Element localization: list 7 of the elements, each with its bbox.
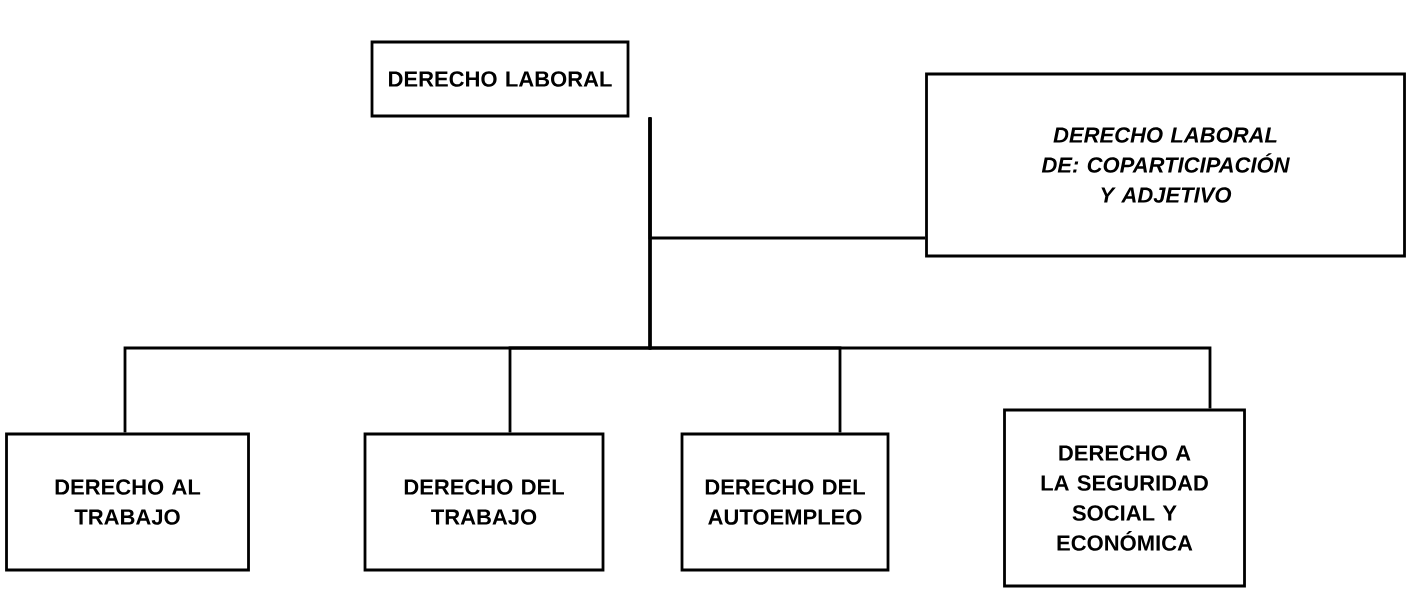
category-box: DERECHO A LA SEGURIDAD SOCIAL Y ECONÓMICA [1003,408,1246,588]
heading-box: DERECHO LABORAL DE: COPARTICIPACIÓN Y ADJETIVO [925,72,1406,258]
root-box: DERECHO LABORAL [370,40,630,118]
category-box: DERECHO DEL TRABAJO [363,432,605,572]
category-box: DERECHO DEL AUTOEMPLEO [680,432,890,572]
category-box: DERECHO AL TRABAJO [5,432,250,572]
connector-line [648,117,1212,409]
